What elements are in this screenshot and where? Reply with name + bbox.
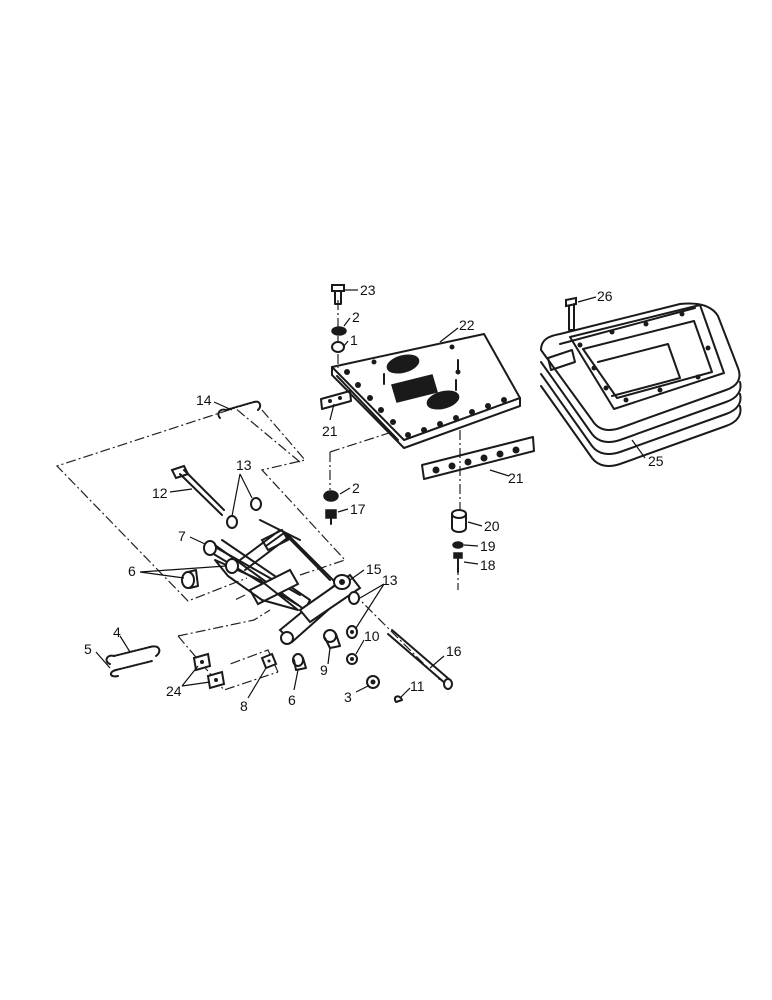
callout-16: 16 xyxy=(446,643,462,659)
callout-22: 22 xyxy=(459,317,475,333)
callout-14: 14 xyxy=(196,392,212,408)
rollers-6-pair xyxy=(181,558,239,589)
screw-18 xyxy=(453,552,463,573)
washer-19 xyxy=(452,541,464,549)
callout-11: 11 xyxy=(410,678,425,694)
clip-8 xyxy=(260,652,278,670)
callout-12: 12 xyxy=(152,485,168,501)
scissor-frame-7 xyxy=(203,519,362,645)
callout-2-lower: 2 xyxy=(352,480,360,496)
callout-6-upper: 6 xyxy=(128,563,136,579)
spring-14 xyxy=(217,400,262,419)
rail-21-upper xyxy=(320,390,352,410)
callout-4: 4 xyxy=(113,624,121,640)
bushing-9 xyxy=(323,629,341,649)
springs-4-5 xyxy=(105,645,161,678)
bushing-6-lower xyxy=(292,653,307,671)
callout-6-lower: 6 xyxy=(288,692,296,708)
brackets-24 xyxy=(192,652,226,690)
screw-17 xyxy=(325,509,337,525)
callout-9: 9 xyxy=(320,662,328,678)
pin-12 xyxy=(170,464,225,516)
callout-5: 5 xyxy=(84,641,92,657)
roller-13-upper xyxy=(226,497,262,529)
callout-17: 17 xyxy=(350,501,366,517)
callout-21-lower: 21 xyxy=(508,470,524,486)
callout-13-lower: 13 xyxy=(382,572,398,588)
callout-13-upper: 13 xyxy=(236,457,252,473)
bolt-23 xyxy=(331,284,345,305)
leader-lines xyxy=(95,289,646,699)
callout-23: 23 xyxy=(360,282,376,298)
callout-21-upper: 21 xyxy=(322,423,338,439)
bolt-26 xyxy=(565,296,577,331)
seat-cushion-25 xyxy=(540,302,742,467)
callout-25: 25 xyxy=(648,453,664,469)
callout-15: 15 xyxy=(366,561,382,577)
washer-2-lower xyxy=(323,490,339,502)
washer-2-top xyxy=(331,326,347,336)
callout-2-top: 2 xyxy=(352,309,360,325)
bushing-20 xyxy=(451,509,467,533)
rod-16 xyxy=(387,629,453,690)
callout-1: 1 xyxy=(350,332,358,348)
callout-18: 18 xyxy=(480,557,496,573)
nut-1 xyxy=(331,341,345,353)
callout-20: 20 xyxy=(484,518,500,534)
top-plate-22 xyxy=(331,333,521,449)
callout-26: 26 xyxy=(597,288,613,304)
callout-24: 24 xyxy=(166,683,182,699)
callout-7: 7 xyxy=(178,528,186,544)
rollers-13-lower xyxy=(346,591,360,639)
callout-19: 19 xyxy=(480,538,496,554)
rail-21-lower xyxy=(421,436,535,480)
callout-8: 8 xyxy=(240,698,248,714)
callout-10: 10 xyxy=(364,628,380,644)
clip-11 xyxy=(393,695,403,703)
callout-3: 3 xyxy=(344,689,352,705)
callout-labels: 23 2 1 22 21 26 25 21 14 13 12 2 17 20 1… xyxy=(84,282,664,714)
